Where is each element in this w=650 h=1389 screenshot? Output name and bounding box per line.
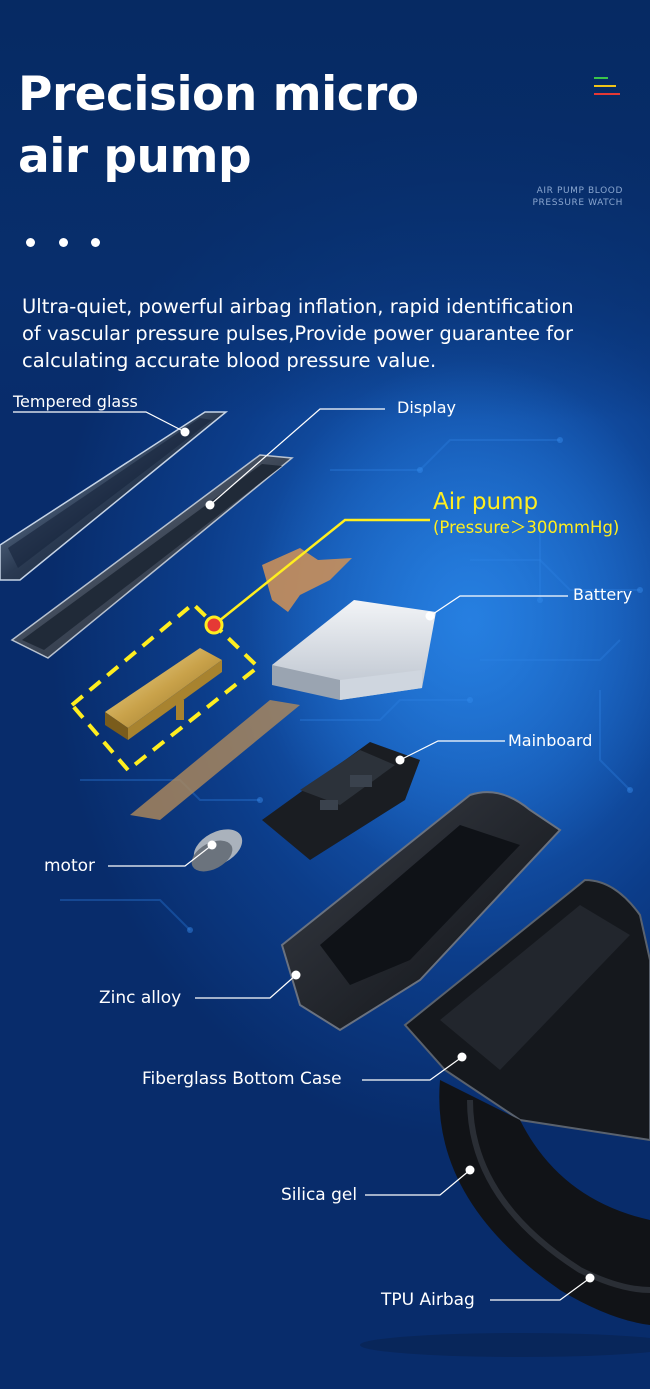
dot <box>59 238 68 247</box>
side-tag-line-2: PRESSURE WATCH <box>532 198 623 208</box>
label-motor: motor <box>44 856 96 876</box>
air-pump-marker <box>204 615 224 635</box>
title-line-1: Precision micro <box>18 67 419 122</box>
air-pump-spec: (Pressure＞300mmHg) <box>433 518 620 537</box>
decorative-dots <box>26 238 106 250</box>
label-air-pump: Air pump (Pressure＞300mmHg) <box>433 488 619 539</box>
description-line-1: Ultra-quiet, powerful airbag inflation, … <box>22 295 574 318</box>
label-tempered-glass: Tempered glass <box>13 392 138 411</box>
page-title: Precision micro air pump <box>18 64 419 188</box>
feature-description: Ultra-quiet, powerful airbag inflation, … <box>22 293 632 374</box>
title-line-2: air pump <box>18 129 252 184</box>
menu-bar-red <box>594 93 620 95</box>
menu-bar-green <box>594 77 608 79</box>
description-line-3: calculating accurate blood pressure valu… <box>22 349 437 372</box>
label-silica-gel: Silica gel <box>281 1185 358 1205</box>
menu-icon[interactable] <box>592 73 620 99</box>
label-tpu-airbag: TPU Airbag <box>381 1290 475 1310</box>
label-fiberglass-bottom-case: Fiberglass Bottom Case <box>142 1069 342 1089</box>
label-mainboard: Mainboard <box>508 731 593 750</box>
side-tag-line-1: AIR PUMP BLOOD <box>536 186 623 196</box>
side-tag: AIR PUMP BLOOD PRESSURE WATCH <box>533 185 623 209</box>
menu-bar-yellow <box>594 85 616 87</box>
label-battery: Battery <box>573 585 633 604</box>
air-pump-title: Air pump <box>433 489 539 515</box>
description-line-2: of vascular pressure pulses,Provide powe… <box>22 322 573 345</box>
dot <box>91 238 100 247</box>
label-zinc-alloy: Zinc alloy <box>99 988 182 1008</box>
label-display: Display <box>397 398 456 417</box>
dot <box>26 238 35 247</box>
